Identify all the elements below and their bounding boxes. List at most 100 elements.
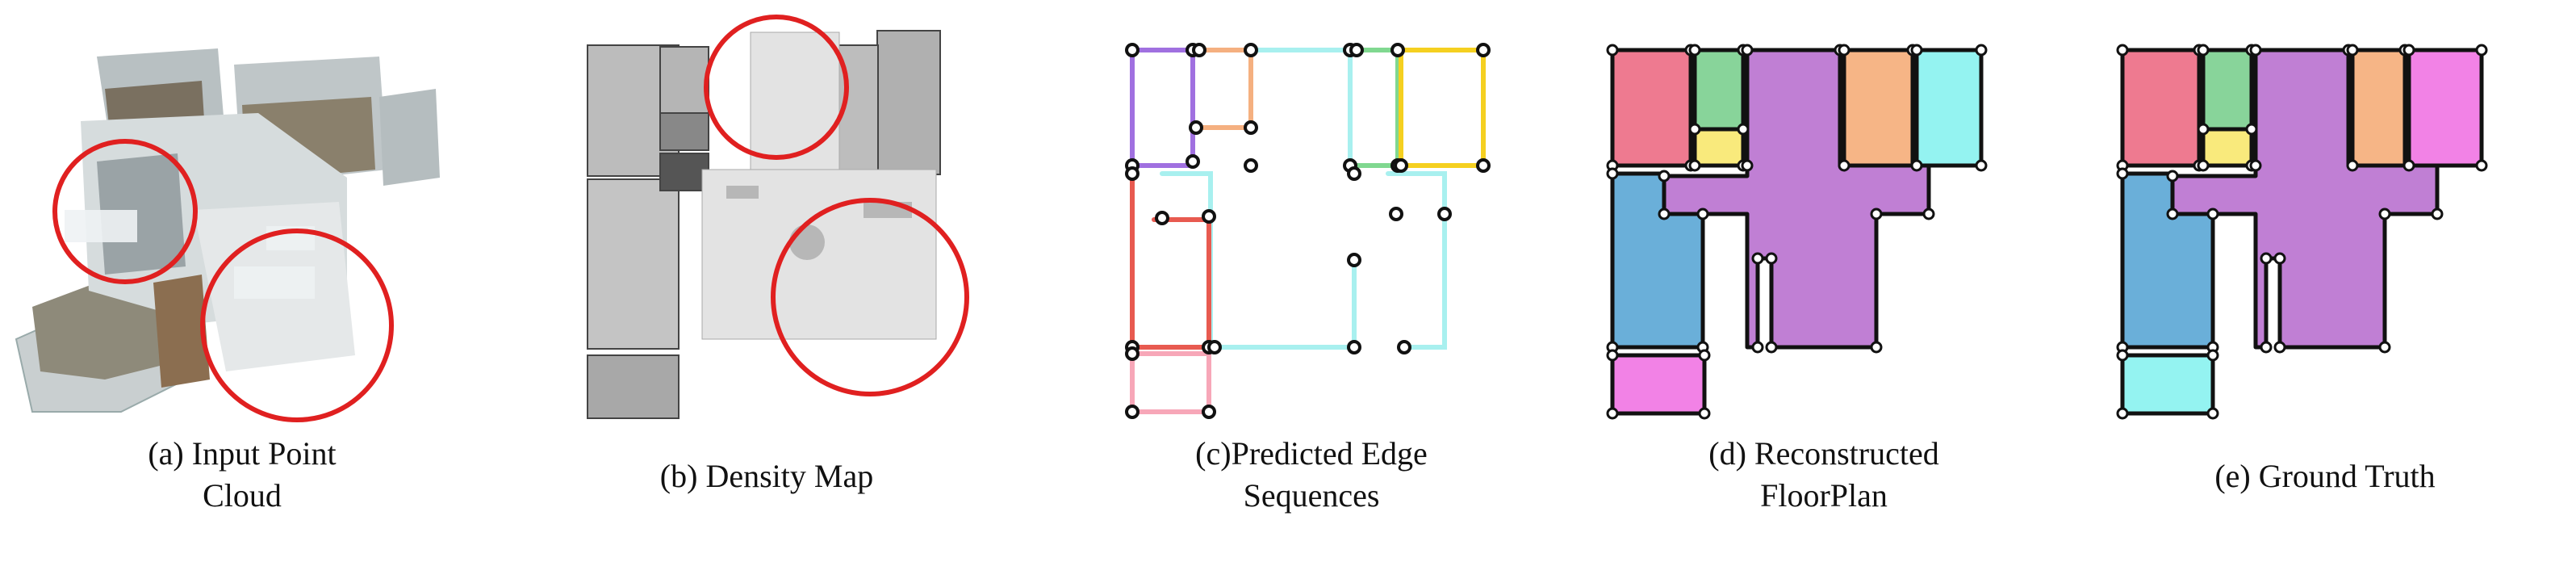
vertex — [1751, 252, 1764, 265]
vertex — [1688, 159, 1701, 172]
vertex — [2273, 252, 2286, 265]
vertex — [1688, 44, 1701, 57]
vertex — [1244, 43, 1258, 57]
vertex — [1688, 123, 1701, 136]
vertex — [2206, 407, 2219, 420]
vertex — [1125, 43, 1140, 57]
vertex — [1192, 43, 1206, 57]
edge-sequence — [1130, 351, 1211, 414]
edge-sequence — [1352, 48, 1400, 168]
vertex — [1658, 208, 1671, 220]
vertex — [1737, 123, 1750, 136]
room — [2350, 48, 2407, 168]
vertex — [1189, 120, 1203, 135]
vertex — [2197, 159, 2210, 172]
vertex — [2166, 170, 2179, 182]
vertex — [1125, 405, 1140, 419]
vertex — [1696, 208, 1709, 220]
reconstructed-floorplan-plot — [1606, 44, 1988, 420]
panel-input-point-cloud: (a) Input Point Cloud — [0, 0, 484, 562]
vertex — [1658, 170, 1671, 182]
vertex — [1397, 340, 1411, 354]
vertex — [2378, 208, 2391, 220]
panel-reconstructed-floorplan: (d) Reconstructed FloorPlan — [1574, 0, 2074, 562]
vertex — [1606, 407, 1619, 420]
vertex — [1349, 43, 1364, 57]
highlight-circle — [200, 229, 394, 422]
caption-line: (c)Predicted Edge — [1195, 435, 1428, 472]
panel-predicted-edges: (c)Predicted Edge Sequences — [1049, 0, 1574, 562]
vertex — [1838, 44, 1850, 57]
vertex — [1390, 43, 1405, 57]
edge-sequence — [1255, 48, 1353, 172]
vertex — [1389, 207, 1403, 221]
vertex — [2249, 44, 2262, 57]
edge-sequence — [1386, 171, 1447, 350]
room — [1692, 48, 1746, 132]
room — [2201, 48, 2254, 132]
caption-line: Sequences — [1243, 477, 1380, 514]
vertex — [2245, 123, 2258, 136]
edge-sequence — [1194, 48, 1253, 130]
vertex — [1741, 44, 1754, 57]
vertex — [1606, 349, 1619, 362]
room — [1610, 48, 1693, 168]
vertex — [2166, 208, 2179, 220]
caption-line: (d) Reconstructed — [1708, 435, 1939, 472]
vertex — [1698, 349, 1711, 362]
vertex — [2346, 159, 2359, 172]
vertex — [2249, 159, 2262, 172]
vertex — [1922, 208, 1935, 220]
vertex — [2206, 349, 2219, 362]
point-cloud-image — [15, 48, 440, 422]
vertex — [2475, 44, 2488, 57]
caption-panel-a: (a) Input Point Cloud — [0, 433, 484, 517]
vertex — [2402, 159, 2415, 172]
vertex — [1606, 44, 1619, 57]
vertex — [2206, 208, 2219, 220]
vertex — [1765, 341, 1778, 354]
room — [1842, 48, 1915, 168]
ground-truth-floorplan-plot — [2116, 44, 2488, 420]
highlight-circle — [704, 15, 849, 160]
vertex — [1741, 159, 1754, 172]
edge-sequence — [1399, 48, 1486, 168]
room — [1914, 48, 1984, 168]
vertex — [1437, 207, 1452, 221]
room — [2407, 48, 2484, 168]
vertex — [1870, 208, 1883, 220]
vertex — [2197, 44, 2210, 57]
vertex — [1476, 158, 1491, 173]
vertex — [2260, 252, 2273, 265]
vertex — [1870, 341, 1883, 354]
vertex — [2197, 123, 2210, 136]
panel-density-map: (b) Density Map — [484, 0, 1049, 562]
caption-line: (e) Ground Truth — [2214, 458, 2436, 494]
vertex — [2273, 341, 2286, 354]
vertex — [2431, 208, 2444, 220]
vertex — [1910, 44, 1923, 57]
vertex — [2475, 159, 2488, 172]
edge-sequence — [1206, 209, 1357, 350]
vertex — [1765, 252, 1778, 265]
caption-panel-b: (b) Density Map — [484, 455, 1049, 497]
vertex — [1347, 166, 1361, 181]
room — [1610, 353, 1707, 416]
vertex — [2260, 341, 2273, 354]
vertex — [1186, 154, 1200, 169]
vertex — [1347, 253, 1361, 267]
caption-line: (b) Density Map — [659, 458, 874, 494]
vertex — [2116, 349, 2129, 362]
vertex — [2116, 167, 2129, 180]
edge-sequence — [1130, 171, 1211, 350]
density-map-image — [587, 15, 969, 419]
vertex — [2378, 341, 2391, 354]
caption-line: FloorPlan — [1760, 477, 1888, 514]
vertex — [1207, 340, 1222, 354]
vertex — [1244, 158, 1258, 173]
vertex — [1244, 120, 1258, 135]
caption-panel-d: (d) Reconstructed FloorPlan — [1574, 433, 2074, 517]
vertex — [2402, 44, 2415, 57]
vertex — [1125, 166, 1140, 181]
vertex — [1202, 405, 1216, 419]
